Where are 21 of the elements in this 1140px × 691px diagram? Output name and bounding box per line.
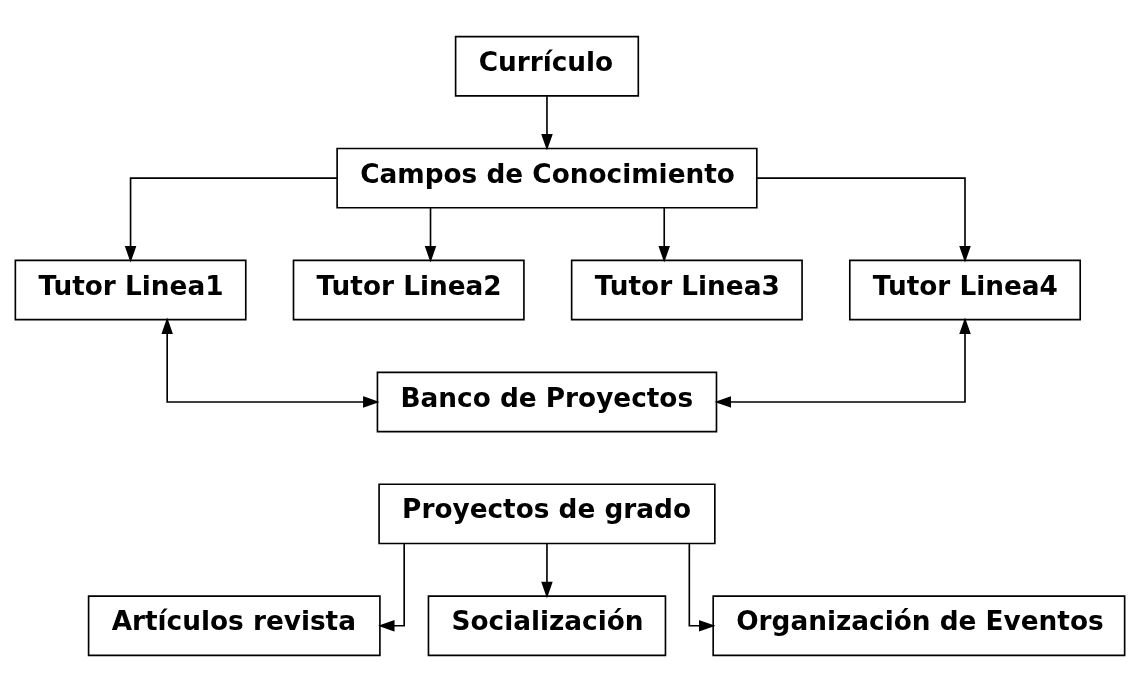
node-box: Campos de Conocimiento: [336, 147, 758, 209]
node-box: Currículo: [454, 35, 640, 97]
node-box: Tutor Linea3: [570, 259, 803, 320]
arrow: [541, 94, 553, 151]
node-box: Banco de Proyectos: [376, 371, 718, 432]
arrow: [424, 206, 437, 262]
arrow: [658, 206, 670, 262]
node-box: Artículos revista: [87, 594, 381, 656]
arrow: [541, 542, 553, 598]
node-box: Tutor Linea2: [292, 259, 525, 320]
node-box: Tutor Linea1: [14, 259, 247, 320]
arrow: [378, 542, 405, 632]
node-box: Socialización: [427, 594, 667, 656]
arrow: [688, 542, 716, 632]
arrow: [756, 176, 971, 263]
arrow: [124, 176, 338, 263]
node-box: Proyectos de grado: [378, 482, 716, 544]
arrow: [714, 317, 971, 408]
arrow: [161, 317, 380, 408]
node-box: Tutor Linea4: [848, 259, 1082, 320]
node-box: Organización de Eventos: [712, 594, 1126, 656]
